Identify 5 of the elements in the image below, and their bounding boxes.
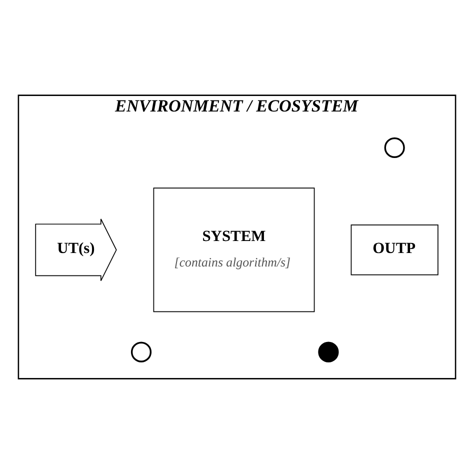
node-box: OUTP <box>350 224 438 276</box>
node-box: SYSTEM [contains algorithm/s] <box>153 188 315 312</box>
node-circle <box>384 137 405 158</box>
node-circle <box>130 342 152 362</box>
node-circle <box>318 342 339 362</box>
